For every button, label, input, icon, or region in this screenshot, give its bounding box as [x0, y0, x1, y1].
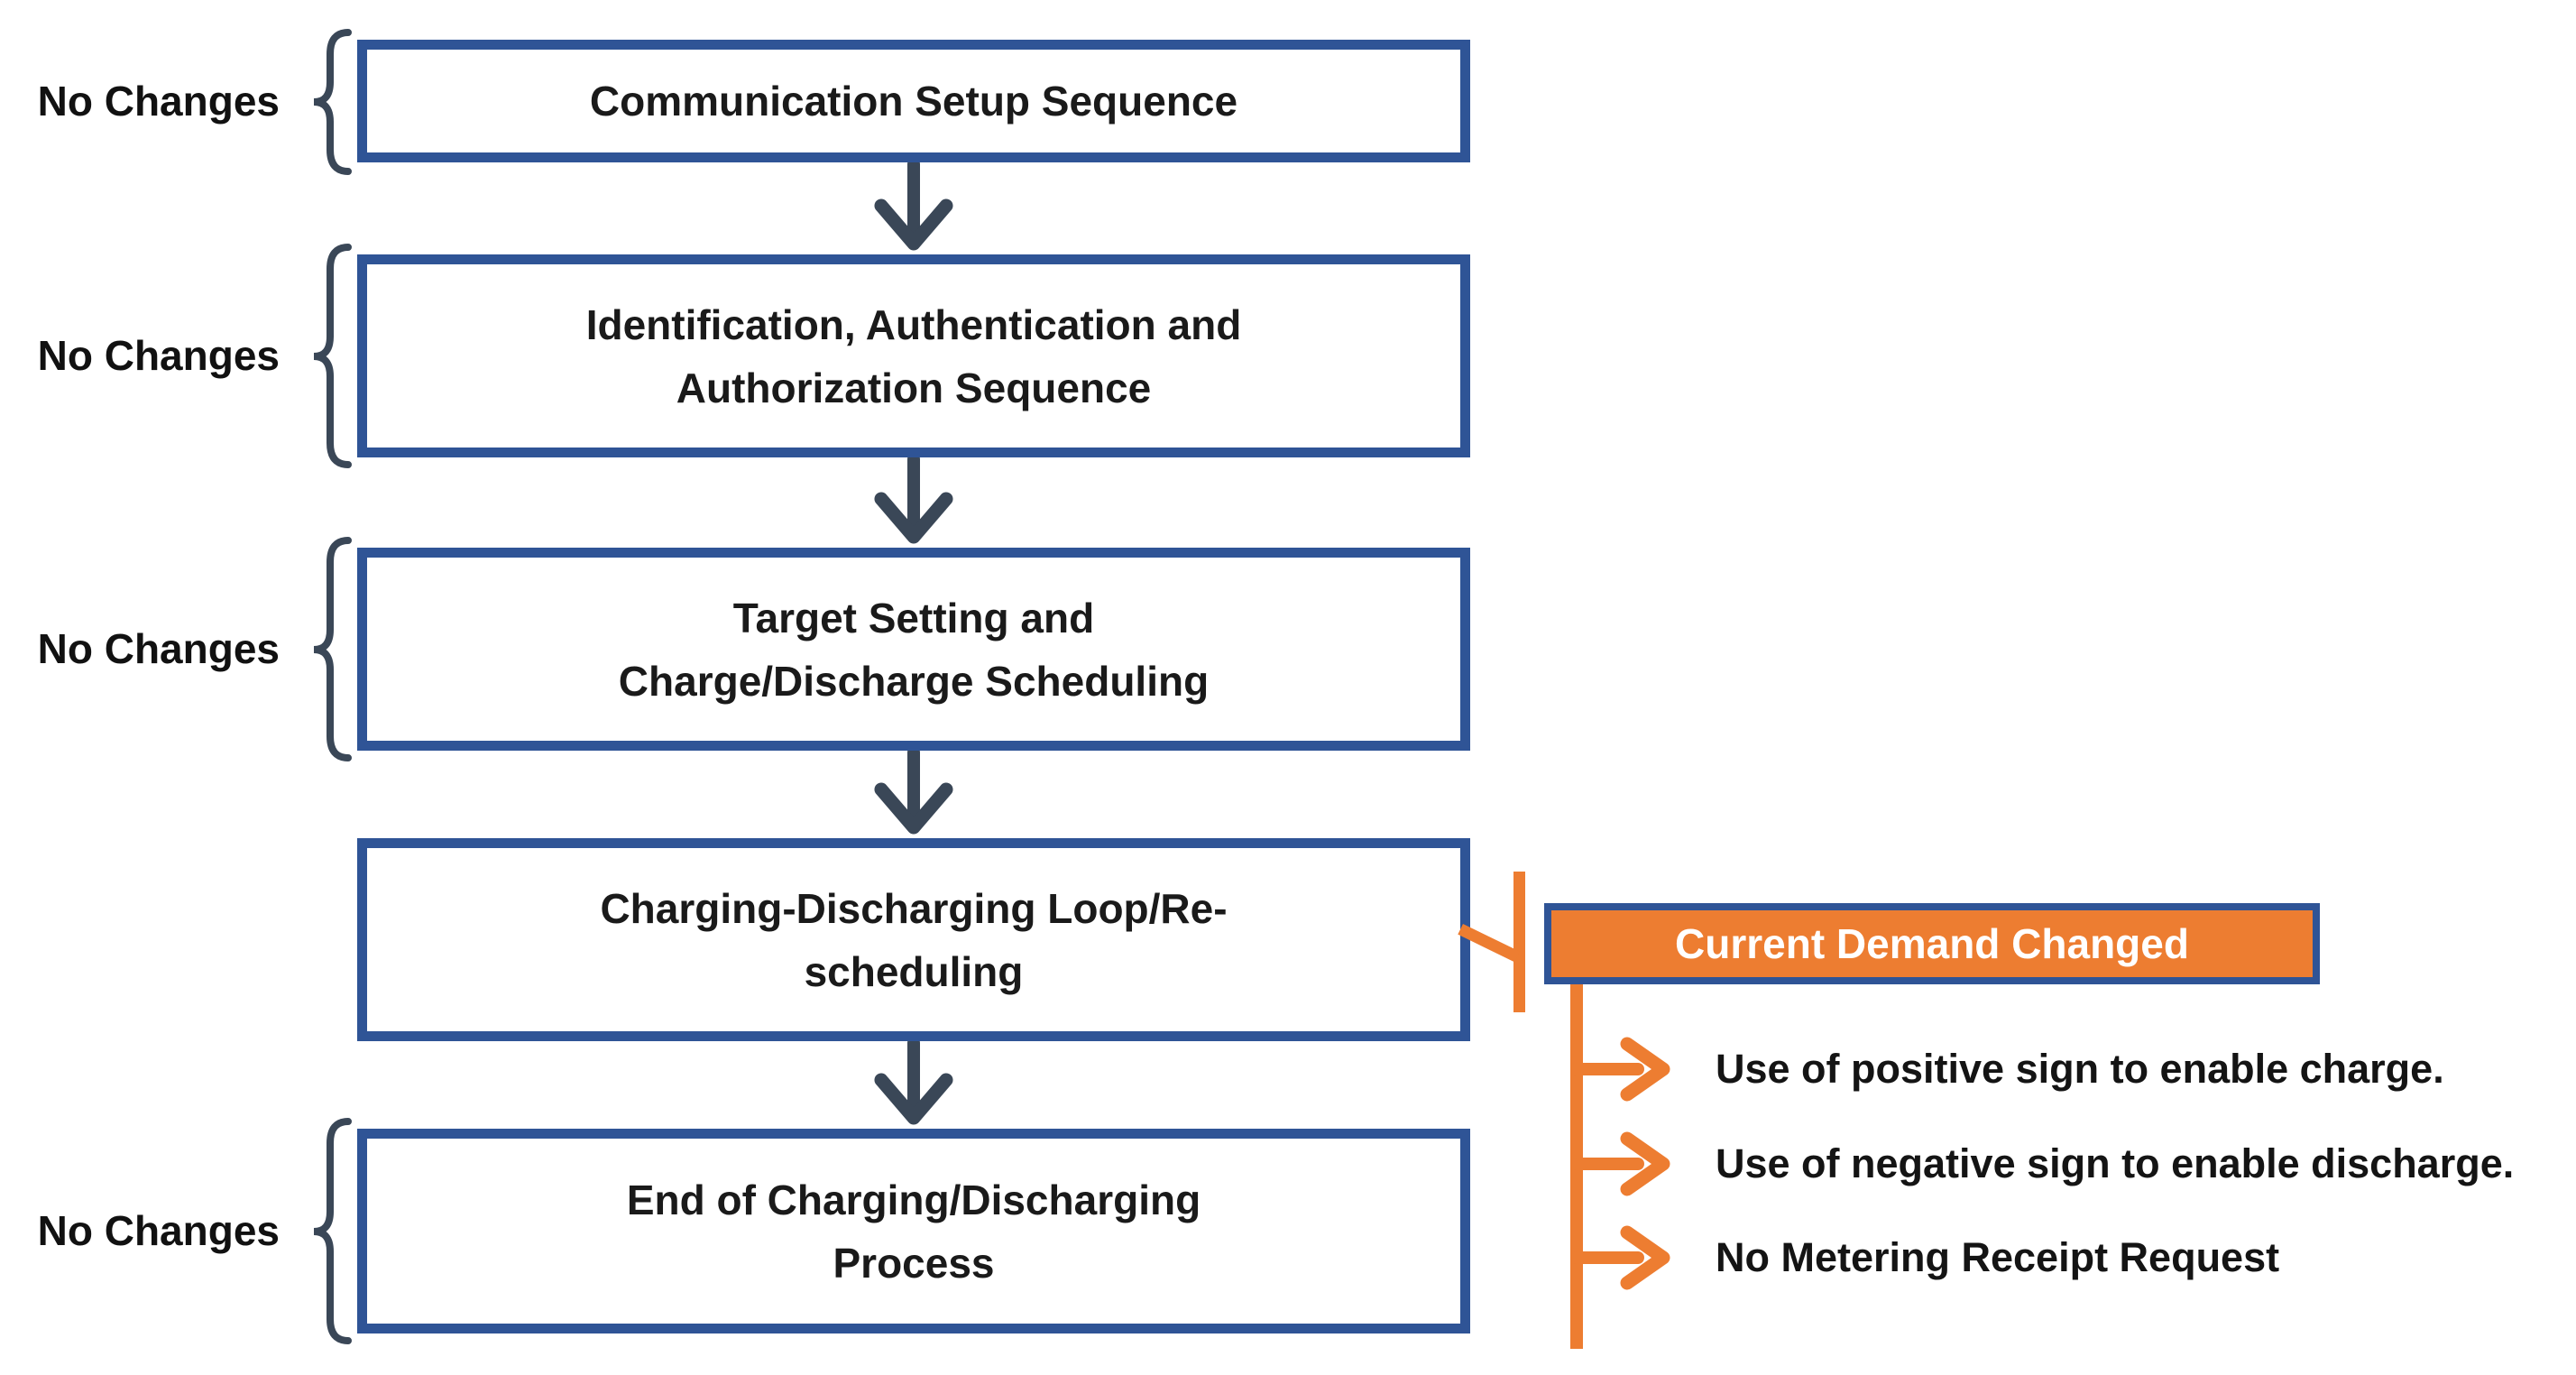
bullet-negative-sign: Use of negative sign to enable discharge… — [1716, 1140, 2515, 1186]
right-arrow-icon — [1573, 1037, 1670, 1102]
no-changes-label-3: No Changes — [37, 625, 280, 672]
left-brace-icon — [313, 537, 352, 761]
bullet-positive-sign: Use of positive sign to enable charge. — [1716, 1046, 2444, 1092]
no-changes-label-2: No Changes — [37, 332, 280, 379]
annotation-tick-line — [1513, 872, 1525, 1012]
annotation-box-current-demand: Current Demand Changed — [1544, 903, 2320, 984]
down-arrow-icon — [874, 1041, 953, 1125]
left-brace-icon — [313, 29, 352, 175]
no-changes-label-1: No Changes — [37, 78, 280, 125]
flow-box-communication-setup: Communication Setup Sequence — [357, 40, 1470, 162]
down-arrow-icon — [874, 457, 953, 544]
right-arrow-icon — [1573, 1225, 1670, 1290]
down-arrow-icon — [874, 162, 953, 251]
down-arrow-icon — [874, 751, 953, 835]
bullet-no-metering: No Metering Receipt Request — [1716, 1234, 2280, 1280]
flow-box-end-of-process: End of Charging/Discharging Process — [357, 1129, 1470, 1333]
flow-box-identification-auth: Identification, Authentication and Autho… — [357, 254, 1470, 457]
flow-box-target-setting: Target Setting and Charge/Discharge Sche… — [357, 548, 1470, 751]
right-arrow-icon — [1573, 1131, 1670, 1196]
no-changes-label-5: No Changes — [37, 1207, 280, 1254]
flow-box-charging-loop: Charging-Discharging Loop/Re- scheduling — [357, 838, 1470, 1041]
left-brace-icon — [313, 244, 352, 468]
left-brace-icon — [313, 1118, 352, 1344]
